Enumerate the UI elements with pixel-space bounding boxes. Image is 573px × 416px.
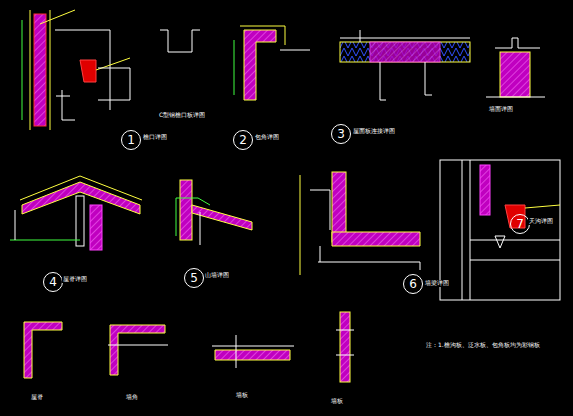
callout-circle: 5 (184, 268, 204, 288)
callout-circle: 2 (233, 130, 253, 150)
callout-number: 4 (49, 276, 57, 288)
callout-number: 5 (190, 272, 198, 284)
callout-number: 6 (409, 278, 417, 290)
callout-number: 3 (337, 128, 345, 140)
drawing-label: 墙梁详图 (424, 280, 450, 287)
drawing-label: 屋脊详图 (62, 276, 88, 283)
callout-circle: 3 (331, 124, 351, 144)
drawing-label: 包角详图 (254, 134, 280, 141)
callout-circle: 4 (43, 272, 63, 292)
drawing-label: 屋面板连接详图 (352, 128, 396, 135)
callout-number: 1 (127, 134, 135, 146)
drawing-label: 山墙详图 (204, 272, 230, 279)
drawing-label: 墙板 (235, 392, 249, 399)
drawing-label: 檐口详图 (142, 134, 168, 141)
drawing-label: 墙面详图 (488, 106, 514, 113)
drawing-label: 墙角 (125, 394, 139, 401)
callout-number: 7 (516, 218, 524, 230)
callout-number: 2 (239, 134, 247, 146)
drawing-label: 屋脊 (30, 394, 44, 401)
drawing-label: C型钢檐口板详图 (158, 112, 206, 119)
callout-circle: 7 (510, 214, 530, 234)
drawing-label: 天沟详图 (528, 218, 554, 225)
callout-circle: 1 (121, 130, 141, 150)
drawing-label: 墙板 (330, 398, 344, 405)
callout-circle: 6 (403, 274, 423, 294)
drawing-label: 注：1.檐沟板、泛水板、包角板均为彩钢板 (425, 342, 541, 349)
